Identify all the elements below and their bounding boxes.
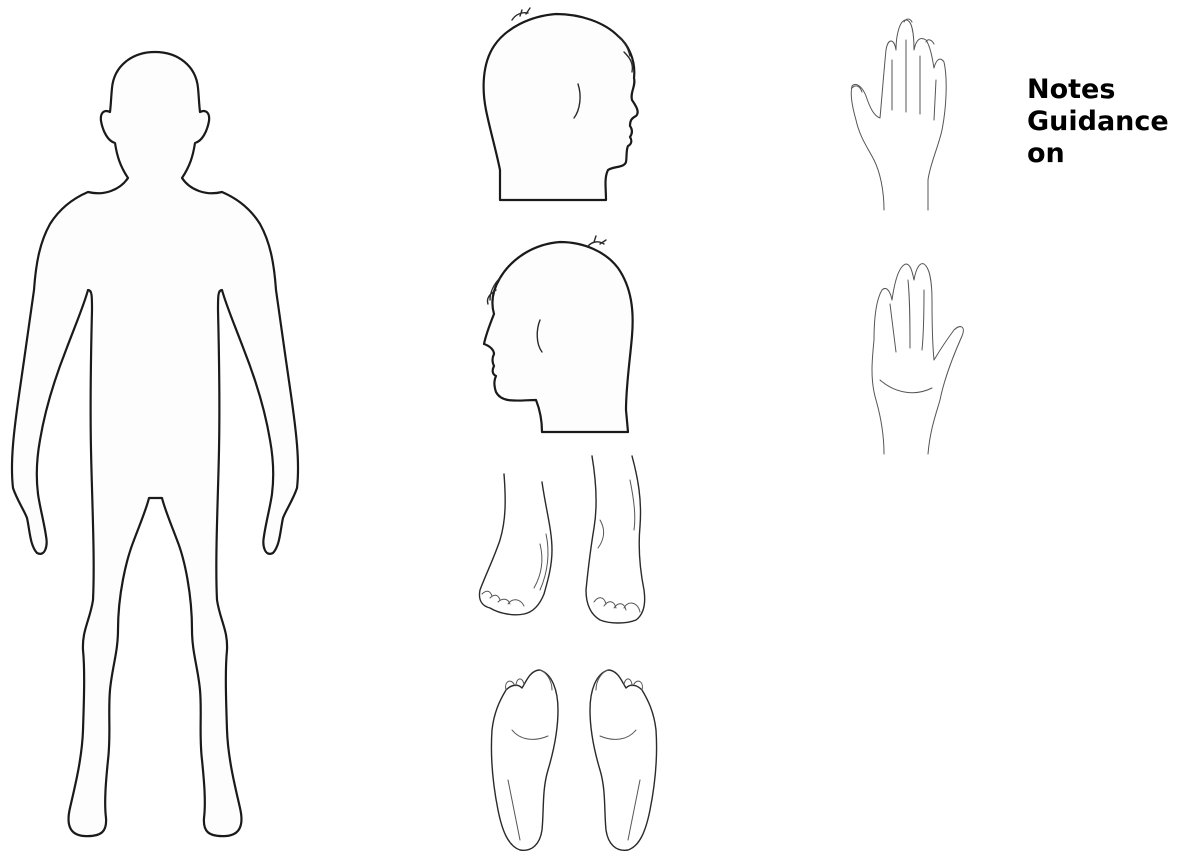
hand-back-view-diagram	[840, 10, 950, 215]
body-outline-diagram	[0, 40, 320, 850]
head-right-profile-diagram	[470, 5, 650, 210]
feet-soles-diagram	[480, 660, 670, 856]
feet-side-view-diagram	[470, 450, 650, 630]
notes-line-3: on	[1027, 138, 1192, 170]
hand-palm-view-diagram	[840, 260, 970, 460]
notes-line-2: Guidance	[1027, 106, 1192, 138]
notes-heading: Notes Guidance on	[1027, 74, 1192, 170]
head-left-profile-diagram	[470, 236, 650, 441]
notes-line-1: Notes	[1027, 74, 1192, 106]
